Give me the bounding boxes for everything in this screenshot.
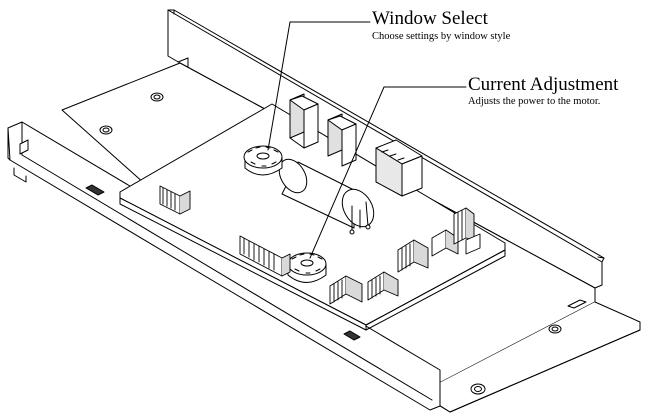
window-select-description: Choose settings by window style [372,31,511,42]
relay-group [289,93,423,197]
relay [289,93,319,149]
relay [327,113,357,167]
window-select-dial [243,145,283,176]
window-select-leader [267,21,371,151]
header-front-right [329,207,481,305]
current-adjustment-title: Current Adjustment [468,74,619,95]
window-select-title: Window Select [372,8,488,29]
circuit-board [119,103,506,331]
capacitor [278,158,375,235]
current-adjustment-leader [309,86,467,259]
current-adjustment-description: Adjusts the power to the motor. [468,96,601,107]
connector-headers [159,185,481,305]
front-wall-slot [85,184,105,196]
header-middle [239,235,291,277]
header-left [159,185,191,215]
current-adjustment-dial [287,252,327,283]
front-wall-slot [343,330,361,341]
relay [375,139,423,197]
callout-leaders [267,21,467,259]
